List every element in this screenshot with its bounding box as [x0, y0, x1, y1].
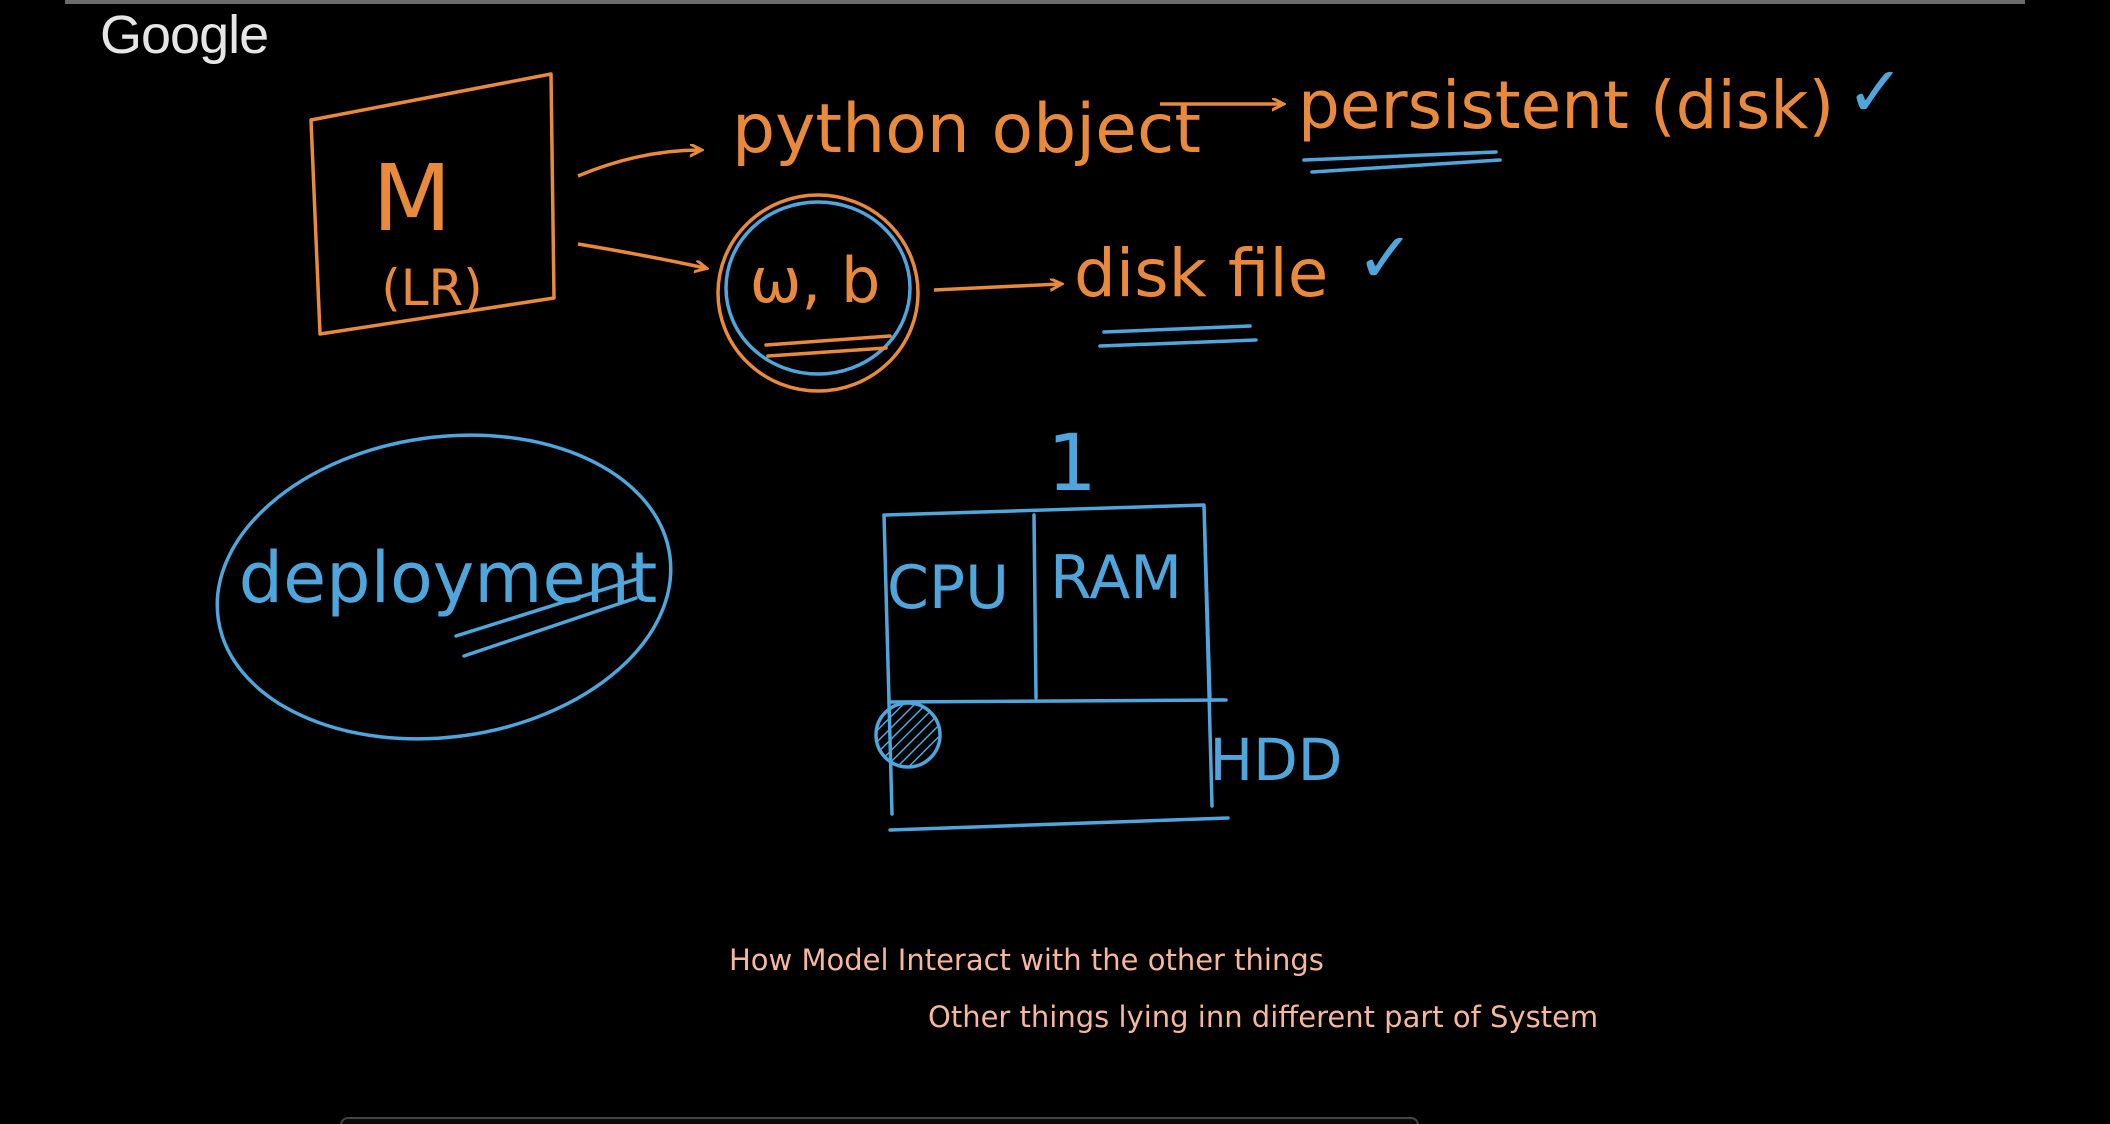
stored-model-hatched-mark	[874, 701, 942, 769]
subtitle-line-2: Other things lying inn different part of…	[928, 1000, 1599, 1034]
persistent-disk-label: persistent (disk)	[1298, 67, 1834, 144]
deployment-underline	[454, 576, 642, 658]
subtitle-line-1: How Model Interact with the other things	[729, 943, 1324, 977]
weights-circle-inner	[724, 200, 912, 376]
google-logo: Google	[100, 5, 269, 65]
deployment-label: deployment	[239, 537, 658, 619]
weights-label: ω, b	[750, 244, 881, 317]
cpu-label: CPU	[887, 553, 1009, 623]
video-top-bar	[65, 0, 2025, 4]
model-sub-label: (LR)	[381, 259, 483, 317]
arrow-to-weights	[577, 242, 705, 268]
ram-label: RAM	[1050, 543, 1182, 613]
python-object-label: python object	[732, 90, 1201, 169]
check-mark-2: ✓	[1356, 217, 1415, 299]
video-bottom-strip	[340, 1117, 1419, 1124]
disk-file-underline	[1098, 324, 1258, 348]
weights-underline	[764, 334, 892, 358]
arrow-to-python-object	[577, 150, 700, 178]
weights-circle-outer	[716, 193, 920, 393]
hdd-label: HDD	[1210, 726, 1343, 794]
model-box	[309, 72, 556, 336]
deployment-circle	[215, 433, 673, 741]
machine-number: 1	[1047, 419, 1097, 509]
persistent-underline	[1302, 150, 1502, 174]
disk-file-label: disk file	[1074, 235, 1328, 312]
model-letter: M	[372, 145, 451, 252]
check-mark-1: ✓	[1846, 51, 1905, 133]
arrow-to-disk-file	[933, 284, 1060, 290]
machine-box-outline	[882, 503, 1230, 832]
